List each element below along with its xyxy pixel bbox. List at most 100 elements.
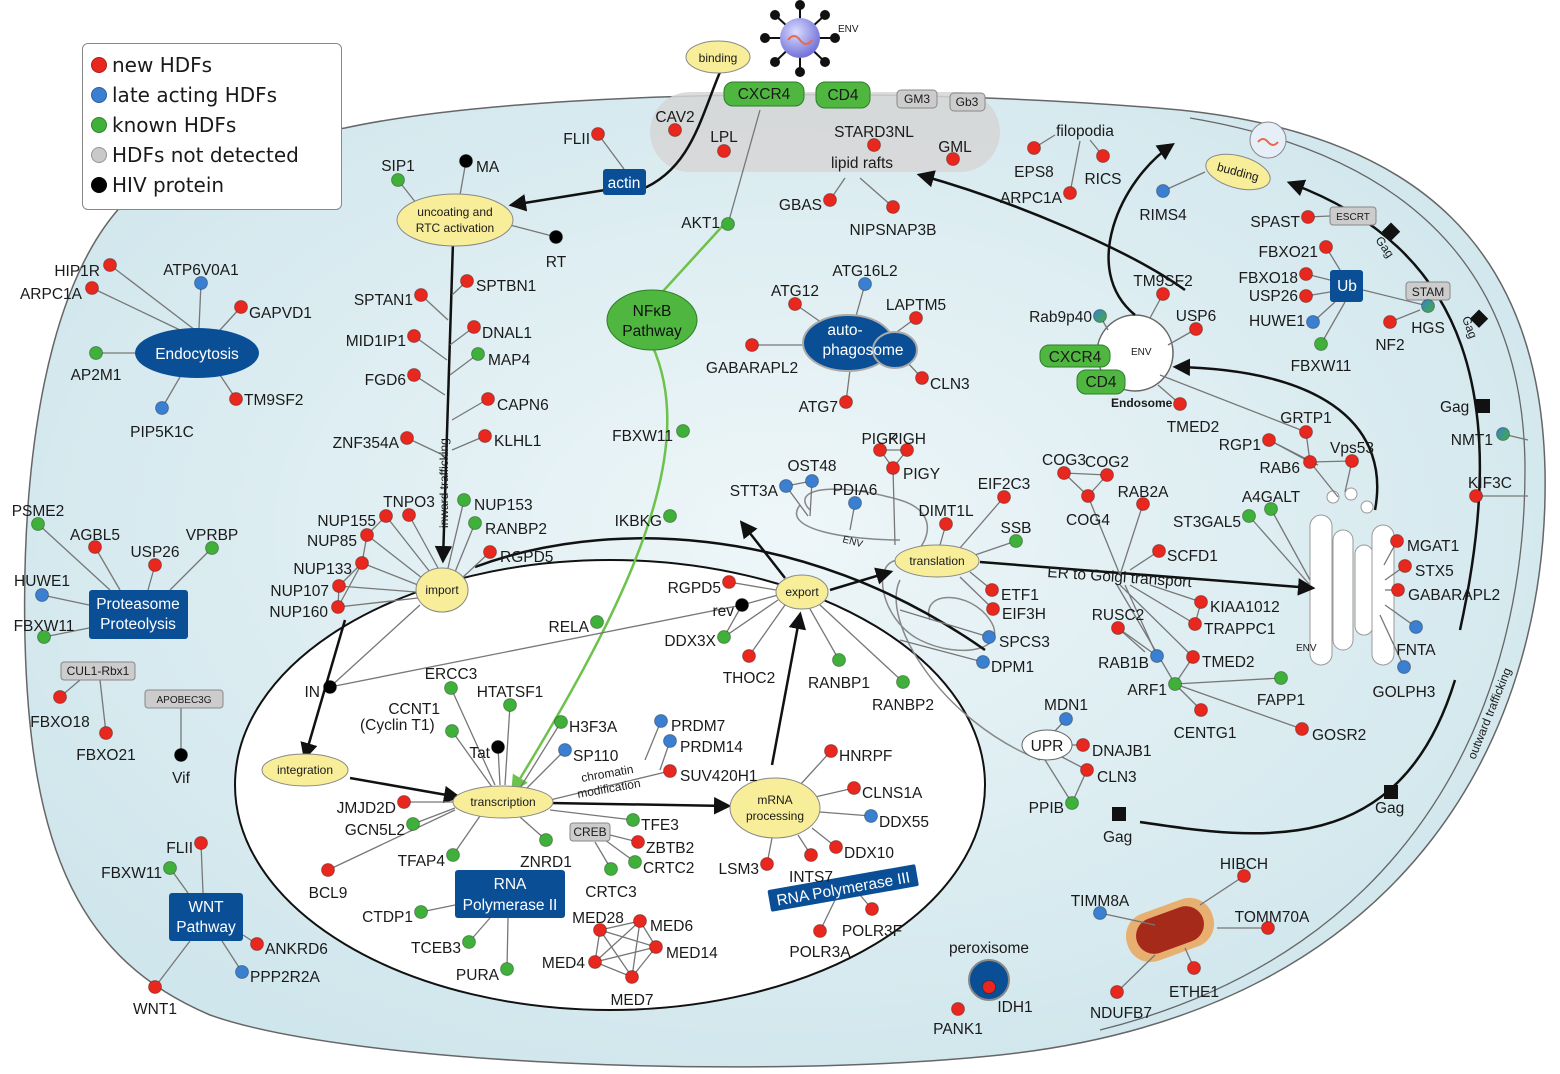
gene-node-hibch[interactable]: HIBCH [1220, 856, 1268, 883]
gene-node-bcl9[interactable]: BCL9 [309, 863, 348, 903]
gene-node-zbtb2[interactable]: ZBTB2 [631, 835, 695, 858]
gene-node-fbxo18[interactable]: FBXO18 [1239, 267, 1313, 288]
gene-node-nup160[interactable]: NUP160 [269, 600, 345, 622]
gene-node-suv420h1[interactable]: SUV420H1 [663, 764, 758, 786]
gene-node-nup153[interactable]: NUP153 [457, 493, 533, 515]
gene-node-gabarapl2[interactable]: GABARAPL2 [1391, 583, 1501, 605]
gene-node-ost48[interactable]: OST48 [787, 458, 837, 488]
gene-node-arf1[interactable]: ARF1 [1127, 677, 1182, 700]
gene-node-trappc1[interactable]: TRAPPC1 [1188, 617, 1276, 639]
gene-node-gabarapl2[interactable]: GABARAPL2 [706, 338, 798, 378]
gene-node-atg16l2[interactable]: ATG16L2 [832, 263, 898, 291]
gene-node-fbxw11[interactable]: FBXW11 [14, 618, 75, 644]
gene-node-fbxo21[interactable]: FBXO21 [76, 726, 136, 765]
gene-node-rab1b[interactable]: RAB1B [1098, 649, 1164, 673]
gene-node-stx5[interactable]: STX5 [1398, 559, 1454, 581]
gene-node-hip1r[interactable]: HIP1R [54, 258, 117, 281]
gene-node-arpc1a[interactable]: ARPC1A [20, 281, 99, 304]
gene-node-cln3[interactable]: CLN3 [915, 371, 970, 394]
gene-node-thoc2[interactable]: THOC2 [723, 649, 776, 688]
gene-node-klhl1[interactable]: KLHL1 [478, 429, 542, 451]
gene-node-med14[interactable]: MED14 [649, 940, 719, 963]
gene-node-nf2[interactable]: NF2 [1375, 315, 1405, 355]
gene-node-med6[interactable]: MED6 [633, 914, 694, 936]
gene-node-tceb3[interactable]: TCEB3 [411, 935, 476, 958]
gene-node-nmt1[interactable]: NMT1 [1451, 427, 1510, 450]
gene-node-pdia6[interactable]: PDIA6 [833, 482, 878, 510]
gene-node-huwe1[interactable]: HUWE1 [1249, 313, 1320, 330]
gene-node-rela[interactable]: RELA [549, 615, 604, 637]
gene-node-golph3[interactable]: GOLPH3 [1373, 660, 1436, 702]
gene-node-cav2[interactable]: CAV2 [655, 109, 695, 137]
gene-node-ints7[interactable]: INTS7 [789, 848, 833, 887]
gene-node-ddx10[interactable]: DDX10 [829, 840, 895, 863]
gene-node-pigh[interactable]: PIGH [888, 431, 926, 457]
gene-node-stt3a[interactable]: STT3A [730, 479, 793, 501]
gene-node-ppp2r2a[interactable]: PPP2R2A [235, 965, 321, 987]
gene-node-vps53[interactable]: Vps53 [1330, 440, 1374, 468]
gene-node-gml[interactable]: GML [938, 139, 972, 166]
gene-node-pigk[interactable]: PIGK [861, 431, 899, 457]
gene-node-sp110[interactable]: SP110 [558, 743, 619, 766]
gene-node-mid1ip1[interactable]: MID1IP1 [346, 329, 421, 351]
gene-node-nup155[interactable]: NUP155 [317, 509, 393, 531]
gene-node-cog2[interactable]: COG2 [1085, 454, 1129, 482]
gene-node-polr3f[interactable]: POLR3F [842, 902, 902, 941]
gene-node-ercc3[interactable]: ERCC3 [425, 666, 478, 695]
gene-node-med7[interactable]: MED7 [610, 970, 654, 1010]
gene-node-vprbp[interactable]: VPRBP [186, 527, 239, 555]
gene-node-eif2c3[interactable]: EIF2C3 [978, 476, 1031, 504]
gene-node-sip1[interactable]: SIP1 [381, 158, 415, 187]
gene-node-dimt1l[interactable]: DIMT1L [918, 503, 974, 531]
gene-node-nup133[interactable]: NUP133 [293, 556, 369, 579]
gene-node-hnrpf[interactable]: HNRPF [824, 744, 893, 766]
gene-node-timm8a[interactable]: TIMM8A [1071, 893, 1130, 920]
gene-node-rab6[interactable]: RAB6 [1260, 455, 1317, 478]
gene-node-st3gal5[interactable]: ST3GAL5 [1173, 509, 1256, 532]
gene-node-atp6v0a1[interactable]: ATP6V0A1 [163, 262, 239, 290]
gene-node-fbxw11[interactable]: FBXW11 [1291, 337, 1352, 376]
gene-node-atg12[interactable]: ATG12 [771, 283, 819, 311]
gene-node-ssb[interactable]: SSB [1000, 520, 1032, 548]
gene-node-spcs3[interactable]: SPCS3 [982, 630, 1050, 652]
gene-node-eps8[interactable]: EPS8 [1014, 141, 1054, 182]
gene-node-huwe1[interactable]: HUWE1 [14, 573, 70, 602]
gene-node-rics[interactable]: RICS [1084, 149, 1122, 189]
gene-node-nipsnap3b[interactable]: NIPSNAP3B [849, 200, 937, 240]
gene-node-nup85[interactable]: NUP85 [307, 528, 374, 551]
gene-node-lsm3[interactable]: LSM3 [719, 857, 774, 879]
gene-node-rab9p40[interactable]: Rab9p40 [1029, 309, 1107, 326]
gene-node-pigy[interactable]: PIGY [886, 461, 941, 484]
gene-node-eif3h[interactable]: EIF3H [986, 602, 1046, 624]
gene-node-fbxo18[interactable]: FBXO18 [30, 690, 90, 732]
gene-node-clns1a[interactable]: CLNS1A [847, 781, 923, 803]
gene-node-rusc2[interactable]: RUSC2 [1092, 607, 1145, 635]
gene-node-tmed2[interactable]: TMED2 [1186, 650, 1255, 672]
gene-node-ndufb7[interactable]: NDUFB7 [1090, 985, 1152, 1023]
gene-node-rgp1[interactable]: RGP1 [1219, 433, 1276, 455]
gene-node-gcn5l2[interactable]: GCN5L2 [345, 817, 420, 840]
gene-node-rgpd5[interactable]: RGPD5 [668, 575, 736, 598]
gene-node-tfap4[interactable]: TFAP4 [398, 848, 460, 871]
gene-node-ppib[interactable]: PPIB [1029, 796, 1079, 818]
gene-node-ikbkg[interactable]: IKBKG [615, 509, 677, 531]
gene-node-znrd1[interactable]: ZNRD1 [520, 833, 572, 872]
gene-node-atg7[interactable]: ATG7 [799, 395, 853, 417]
gene-node-usp26[interactable]: USP26 [130, 544, 180, 572]
gene-node-polr3a[interactable]: POLR3A [789, 924, 851, 962]
gene-node-ranbp1[interactable]: RANBP1 [808, 653, 870, 693]
gene-node-spast[interactable]: SPAST [1250, 210, 1315, 232]
gene-node-jmjd2d[interactable]: JMJD2D [337, 795, 411, 818]
gene-node-in[interactable]: IN [305, 680, 337, 702]
gene-node-tnpo3[interactable]: TNPO3 [383, 494, 435, 522]
gene-node-stard3nl[interactable]: STARD3NL [834, 124, 914, 152]
gene-node-mdn1[interactable]: MDN1 [1044, 697, 1088, 726]
gene-node-prdm7[interactable]: PRDM7 [654, 714, 726, 736]
gene-node-ctdp1[interactable]: CTDP1 [362, 905, 428, 927]
gene-node-prdm14[interactable]: PRDM14 [663, 734, 744, 757]
gene-node-gosr2[interactable]: GOSR2 [1295, 722, 1367, 745]
gene-node-fgd6[interactable]: FGD6 [365, 368, 421, 390]
gene-node-sptan1[interactable]: SPTAN1 [354, 288, 428, 310]
gene-node-fapp1[interactable]: FAPP1 [1257, 671, 1305, 710]
gene-node-nup107[interactable]: NUP107 [270, 579, 346, 601]
